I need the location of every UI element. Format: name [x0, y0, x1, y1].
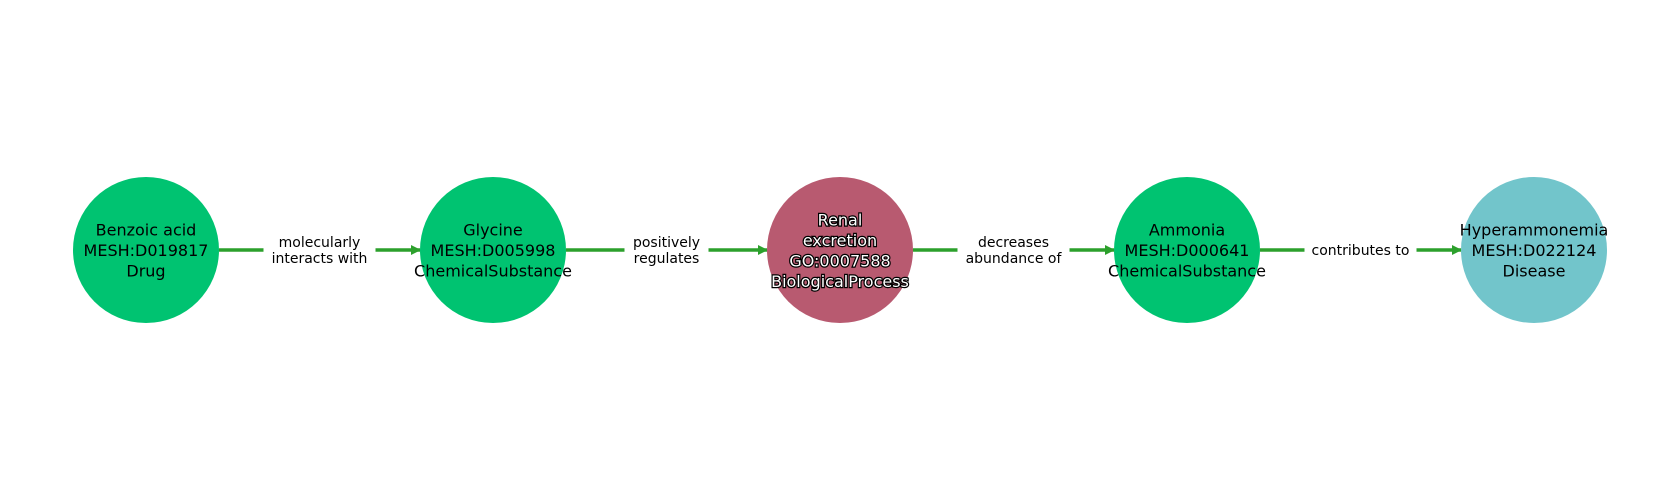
node-label: ChemicalSubstance	[414, 262, 572, 281]
node-label: Renal	[818, 210, 863, 229]
edge-label: molecularly	[279, 235, 361, 251]
edge-label: contributes to	[1312, 243, 1410, 259]
node-label: MESH:D000641	[1125, 241, 1250, 260]
node-label: MESH:D019817	[84, 241, 209, 260]
node-label: MESH:D022124	[1472, 241, 1597, 260]
edge-ammonia-to-hyperammonemia: contributes to	[1260, 243, 1462, 259]
node-label: Ammonia	[1149, 221, 1225, 240]
node-circle	[767, 177, 913, 323]
node-label: Benzoic acid	[96, 221, 197, 240]
node-label: excretion	[803, 231, 877, 250]
nodes-layer: Benzoic acidMESH:D019817DrugGlycineMESH:…	[73, 177, 1608, 323]
node-label: BiologicalProcess	[771, 272, 909, 291]
node-label: Drug	[126, 262, 165, 281]
node-circle	[1461, 177, 1607, 323]
node-label: Disease	[1503, 262, 1566, 281]
node-circle	[420, 177, 566, 323]
edge-label: regulates	[634, 251, 700, 267]
edge-label: abundance of	[966, 251, 1063, 267]
edge-label: interacts with	[272, 251, 368, 267]
node-label: MESH:D005998	[431, 241, 556, 260]
edge-label: positively	[633, 235, 700, 251]
node-label: GO:0007588	[789, 251, 890, 270]
edge-label: decreases	[978, 235, 1049, 251]
node-label: Glycine	[463, 221, 523, 240]
node-renal-excretion[interactable]: Renal excretionGO:0007588BiologicalProces…	[767, 177, 913, 323]
node-circle	[1114, 177, 1260, 323]
node-label: ChemicalSubstance	[1108, 262, 1266, 281]
node-label: Hyperammonemia	[1460, 221, 1609, 240]
node-circle	[73, 177, 219, 323]
